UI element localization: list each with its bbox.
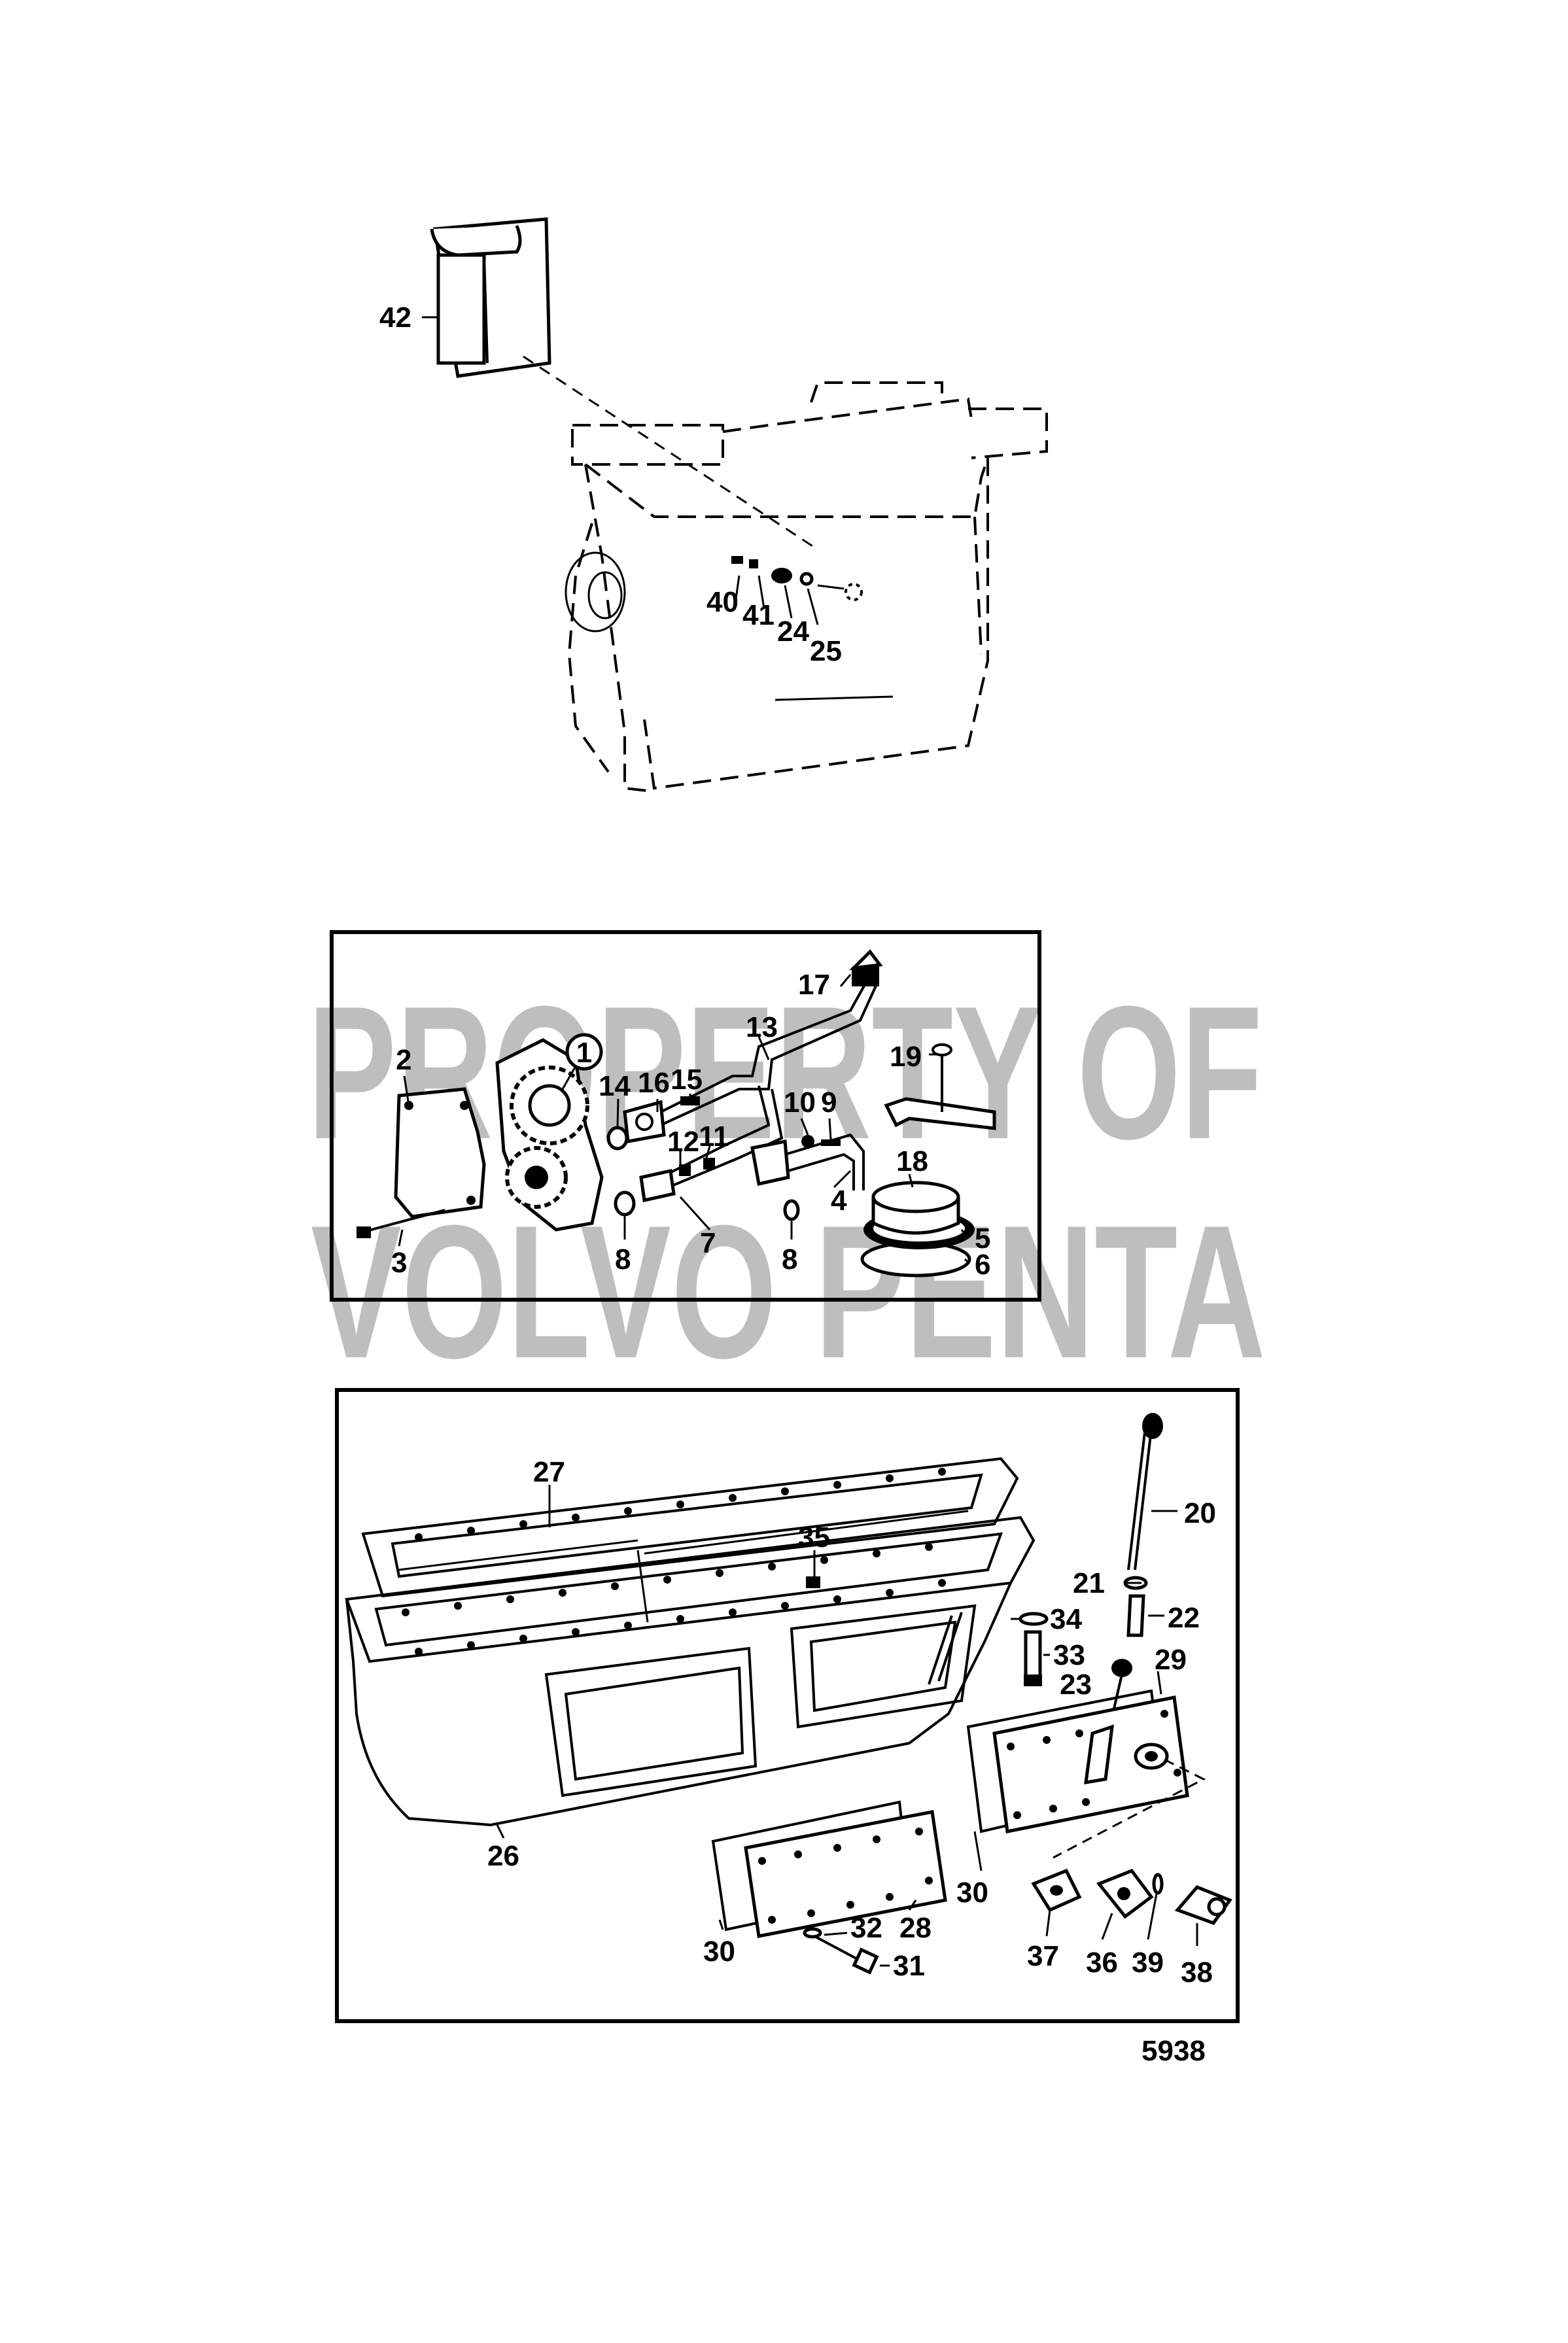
part-label-10: 10 bbox=[784, 1086, 816, 1119]
oil-sump-frame bbox=[335, 1388, 1240, 2023]
watermark-line-2: VOLVO PENTA bbox=[311, 1186, 1266, 1398]
part-1-circle bbox=[565, 1033, 603, 1071]
part-label-19: 19 bbox=[890, 1041, 922, 1073]
oil-pump-part-1 bbox=[495, 1038, 604, 1232]
part-label-30-left: 30 bbox=[703, 1935, 735, 1968]
part-label-17: 17 bbox=[798, 969, 830, 1001]
part-label-8-right: 8 bbox=[782, 1243, 797, 1276]
part-label-11: 11 bbox=[699, 1120, 729, 1153]
part-label-20: 20 bbox=[1184, 1497, 1216, 1529]
part-label-37: 37 bbox=[1027, 1940, 1059, 1972]
part-label-27: 27 bbox=[533, 1456, 565, 1488]
part-label-34: 34 bbox=[1050, 1603, 1082, 1635]
part-label-16: 16 bbox=[638, 1067, 670, 1099]
part-label-14: 14 bbox=[599, 1070, 631, 1102]
part-label-4: 4 bbox=[831, 1185, 847, 1217]
part-label-35: 35 bbox=[798, 1521, 830, 1553]
part-label-5: 5 bbox=[975, 1223, 990, 1255]
bracket-part-2 bbox=[394, 1087, 486, 1219]
part-label-18: 18 bbox=[896, 1145, 928, 1177]
part-label-13: 13 bbox=[746, 1011, 778, 1043]
part-label-3: 3 bbox=[391, 1247, 407, 1279]
part-label-21: 21 bbox=[1073, 1567, 1105, 1599]
part-label-30-right: 30 bbox=[956, 1877, 988, 1909]
part-label-2: 2 bbox=[396, 1044, 411, 1076]
part-label-28: 28 bbox=[899, 1912, 932, 1944]
part-label-15: 15 bbox=[671, 1064, 703, 1096]
part-label-32: 32 bbox=[850, 1912, 882, 1944]
part-label-9: 9 bbox=[821, 1086, 837, 1119]
engine-section: 42 40 41 24 25 bbox=[379, 217, 1048, 793]
oil-strainer-part-18 bbox=[860, 1181, 975, 1277]
part-label-22: 22 bbox=[1168, 1602, 1200, 1634]
part-label-24: 24 bbox=[777, 616, 809, 648]
part-label-12: 12 bbox=[667, 1126, 699, 1158]
part-label-39: 39 bbox=[1132, 1947, 1164, 1979]
part-label-6: 6 bbox=[975, 1249, 990, 1281]
part-label-31: 31 bbox=[893, 1950, 925, 1982]
part-label-1: 1 bbox=[576, 1037, 592, 1069]
part-label-42: 42 bbox=[379, 302, 411, 334]
part-label-40: 40 bbox=[706, 586, 739, 618]
part-label-33: 33 bbox=[1053, 1639, 1085, 1671]
part-label-8-left: 8 bbox=[615, 1243, 631, 1276]
figure-number: 5938 bbox=[1141, 2035, 1206, 2067]
part-label-26: 26 bbox=[487, 1840, 519, 1872]
part-label-41: 41 bbox=[742, 599, 775, 631]
plug-parts-40-41-24-25 bbox=[731, 556, 863, 601]
part-label-29: 29 bbox=[1155, 1644, 1187, 1676]
engine-block-outline bbox=[565, 381, 1048, 793]
oil-pump-section: 1 17 13 2 14 16 15 19 10 9 12 11 18 4 7 … bbox=[330, 930, 1041, 1302]
part-label-25: 25 bbox=[810, 635, 842, 667]
part-label-7: 7 bbox=[700, 1227, 716, 1259]
part-label-23: 23 bbox=[1060, 1669, 1092, 1701]
valve-cover-part-42 bbox=[430, 217, 551, 378]
part-label-38: 38 bbox=[1181, 1956, 1213, 1988]
oil-sump-section: 27 35 20 21 22 34 33 23 29 26 30 30 28 3… bbox=[335, 1388, 1240, 2023]
part-label-36: 36 bbox=[1086, 1947, 1118, 1979]
oil-pump-frame bbox=[330, 930, 1041, 1302]
